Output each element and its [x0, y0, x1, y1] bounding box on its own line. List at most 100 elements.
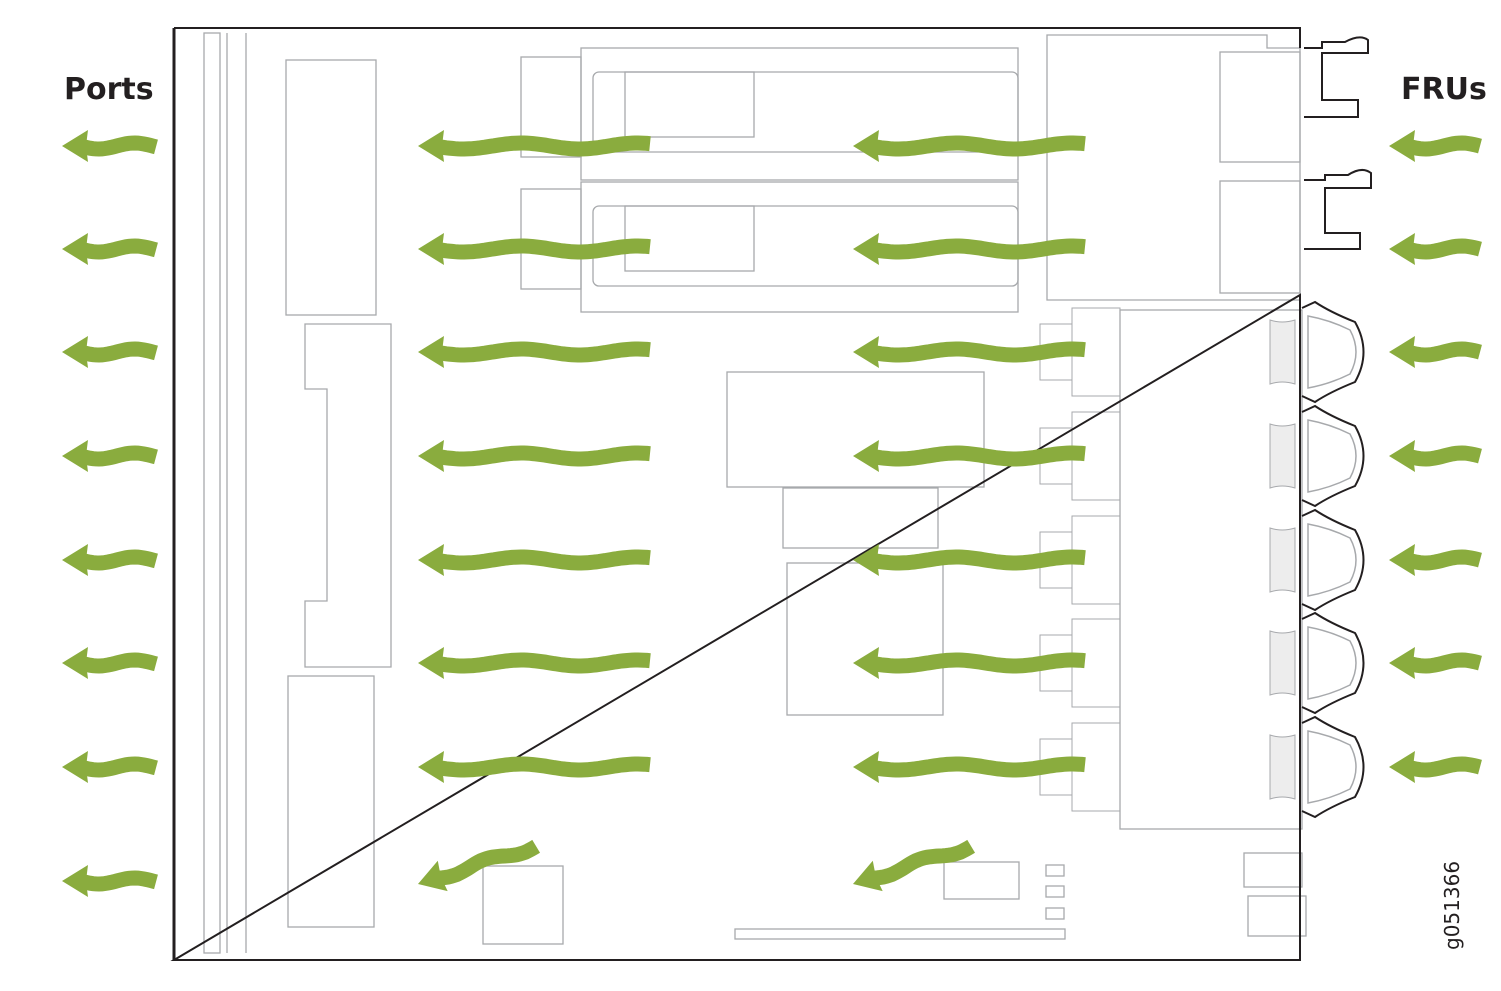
arrow-tail — [874, 135, 1086, 157]
arrow-head-icon — [1389, 233, 1415, 265]
airflow-arrows — [62, 130, 1482, 897]
airflow-arrow — [418, 130, 651, 162]
arrow-head-icon — [62, 544, 88, 576]
airflow-arrow — [853, 751, 1086, 783]
airflow-arrow — [853, 233, 1086, 265]
arrow-head-icon — [1389, 544, 1415, 576]
airflow-arrow — [62, 233, 158, 265]
arrow-tail — [1409, 756, 1482, 778]
airflow-arrow — [418, 751, 651, 783]
arrow-tail — [439, 652, 651, 674]
arrow-head-icon — [1389, 647, 1415, 679]
fan-module — [1039, 404, 1365, 508]
arrow-tail — [439, 341, 651, 363]
arrow-head-icon — [853, 336, 879, 368]
arrow-head-icon — [1389, 336, 1415, 368]
arrow-tail — [82, 445, 158, 467]
arrow-head-icon — [418, 751, 444, 783]
arrow-head-icon — [418, 647, 444, 679]
airflow-arrow — [853, 544, 1086, 576]
arrow-head-icon — [853, 860, 883, 892]
airflow-arrow — [418, 544, 651, 576]
airflow-arrow — [62, 647, 158, 679]
components — [203, 32, 1307, 954]
arrow-tail — [1409, 341, 1482, 363]
arrow-tail — [1409, 135, 1482, 157]
airflow-arrow — [418, 839, 541, 892]
arrow-tail — [873, 839, 976, 886]
airflow-arrow — [418, 440, 651, 472]
arrow-tail — [874, 652, 1086, 674]
arrow-tail — [1409, 652, 1482, 674]
airflow-arrow — [1389, 751, 1482, 783]
chip — [943, 861, 1020, 900]
arrow-tail — [82, 549, 158, 571]
chip — [482, 865, 564, 945]
arrow-head-icon — [853, 130, 879, 162]
arrow-tail — [439, 445, 651, 467]
arrow-head-icon — [418, 233, 444, 265]
airflow-arrow — [1389, 233, 1482, 265]
chip — [786, 562, 944, 716]
arrow-tail — [874, 445, 1086, 467]
dimm-slot — [734, 928, 1066, 940]
arrow-head-icon — [62, 440, 88, 472]
arrow-tail — [874, 549, 1086, 571]
fan-module — [1039, 300, 1365, 404]
arrow-tail — [439, 549, 651, 571]
airflow-arrow — [1389, 440, 1482, 472]
arrow-tail — [1409, 549, 1482, 571]
arrow-tail — [1409, 445, 1482, 467]
arrow-head-icon — [853, 647, 879, 679]
arrow-tail — [439, 756, 651, 778]
arrow-tail — [82, 756, 158, 778]
airflow-arrow — [62, 440, 158, 472]
arrow-head-icon — [1389, 130, 1415, 162]
chassis-outline — [170, 27, 1301, 961]
arrow-tail — [874, 238, 1086, 260]
left-rail — [203, 32, 221, 954]
airflow-arrow — [1389, 544, 1482, 576]
arrow-head-icon — [418, 544, 444, 576]
airflow-arrow — [418, 233, 651, 265]
arrow-tail — [82, 238, 158, 260]
arrow-head-icon — [62, 751, 88, 783]
airflow-arrow — [62, 865, 158, 897]
power-supply-bay — [1046, 34, 1301, 301]
airflow-arrow — [853, 440, 1086, 472]
airflow-arrow — [62, 130, 158, 162]
arrow-head-icon — [853, 233, 879, 265]
arrow-tail — [82, 341, 158, 363]
arrow-head-icon — [418, 336, 444, 368]
arrow-head-icon — [418, 130, 444, 162]
arrow-head-icon — [853, 440, 879, 472]
airflow-arrow — [853, 839, 976, 892]
arrow-head-icon — [62, 233, 88, 265]
airflow-arrow — [62, 336, 158, 368]
psu-handles — [1304, 36, 1372, 250]
arrow-tail — [82, 652, 158, 674]
frus-label: FRUs — [1401, 72, 1487, 107]
arrow-tail — [874, 756, 1086, 778]
arrow-tail — [82, 135, 158, 157]
arrow-head-icon — [418, 440, 444, 472]
airflow-arrow — [853, 336, 1086, 368]
arrow-tail — [1409, 238, 1482, 260]
arrow-tail — [439, 238, 651, 260]
chip — [782, 487, 939, 549]
arrow-head-icon — [1389, 440, 1415, 472]
airflow-arrow — [62, 544, 158, 576]
board — [287, 675, 375, 928]
fan-module — [1039, 611, 1365, 715]
arrow-head-icon — [62, 865, 88, 897]
chip — [726, 371, 985, 488]
arrow-head-icon — [1389, 751, 1415, 783]
figure-id: g051366 — [1440, 860, 1464, 950]
board — [285, 59, 377, 316]
fan-module — [1039, 508, 1365, 612]
arrow-head-icon — [62, 336, 88, 368]
airflow-arrow — [853, 130, 1086, 162]
airflow-arrow — [1389, 130, 1482, 162]
arrow-tail — [438, 839, 541, 886]
